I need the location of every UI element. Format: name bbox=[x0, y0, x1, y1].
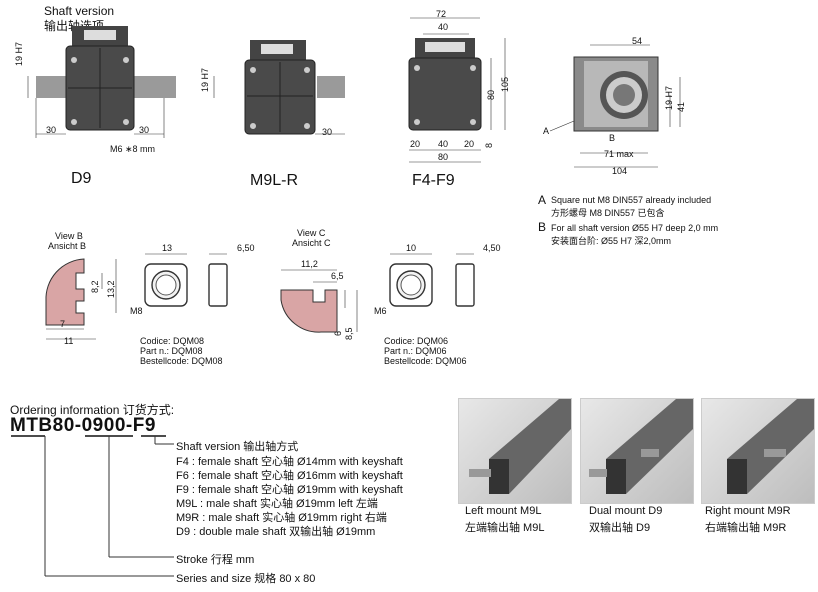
dim-f-72: 72 bbox=[436, 9, 447, 19]
dim-view-b-132: 13,2 bbox=[106, 280, 116, 298]
dim-m9-19h7: 19 H7 bbox=[200, 67, 210, 92]
dim-view-c-85: 8,5 bbox=[344, 327, 354, 340]
dim-d9-m6: M6 ∗8 mm bbox=[110, 144, 156, 154]
dim-view-c-112: 11,2 bbox=[301, 259, 318, 269]
nut-c-m: M6 bbox=[374, 306, 387, 316]
ordering-opt-f6: F6 : female shaft 空心轴 Ø16mm with keyshaf… bbox=[176, 470, 403, 482]
nut-b-part: Part n.: DQM08 bbox=[140, 346, 203, 356]
dim-s-54: 54 bbox=[632, 36, 643, 46]
note-b-label: B bbox=[538, 220, 547, 234]
dim-f-20b: 20 bbox=[464, 139, 475, 149]
note-b-text: For all shaft version Ø55 H7 deep 2,0 mm bbox=[551, 223, 719, 233]
dim-view-b-11: 11 bbox=[64, 336, 74, 346]
drawing-d9 bbox=[27, 26, 176, 138]
nut-c-codice: Codice: DQM06 bbox=[384, 336, 449, 346]
ordering-opt-f9: F9 : female shaft 空心轴 Ø19mm with keyshaf… bbox=[176, 484, 403, 496]
nut-b-bestell: Bestellcode: DQM08 bbox=[140, 356, 223, 366]
photo-dual-line1: Dual mount D9 bbox=[589, 505, 663, 517]
drawing-nut-m8 bbox=[144, 253, 228, 307]
nut-c-part: Part n.: DQM06 bbox=[384, 346, 447, 356]
dim-f-40b: 40 bbox=[438, 139, 449, 149]
photo-right-mount bbox=[701, 398, 815, 504]
view-b-title: View B bbox=[55, 231, 83, 241]
dim-d9-30a: 30 bbox=[46, 125, 57, 135]
photo-left-line2: 左端输出轴 M9L bbox=[465, 522, 545, 534]
ordering-opt-f4: F4 : female shaft 空心轴 Ø14mm with keyshaf… bbox=[176, 456, 403, 468]
dim-s-a: A bbox=[543, 126, 550, 136]
dim-f-40top: 40 bbox=[438, 22, 449, 32]
ordering-code: MTB80-0900-F9 bbox=[10, 415, 156, 436]
dim-view-b-7: 7 bbox=[60, 319, 66, 329]
photo-right-line1: Right mount M9R bbox=[705, 505, 791, 517]
nut-c-bestell: Bestellcode: DQM06 bbox=[384, 356, 467, 366]
label-f4f9: F4-F9 bbox=[412, 172, 455, 189]
ordering-opt-m9r: M9R : male shaft 实心轴 Ø19mm right 右端 bbox=[176, 512, 387, 524]
note-b-cn: 安装面台阶: Ø55 H7 深2,0mm bbox=[551, 236, 672, 246]
shaft-version-title: Shaft version bbox=[44, 4, 115, 18]
drawing-view-b bbox=[45, 258, 117, 340]
drawing-side-view bbox=[549, 44, 681, 168]
label-d9: D9 bbox=[71, 170, 92, 187]
photo-dual-mount bbox=[580, 398, 694, 504]
view-b-sub: Ansicht B bbox=[48, 241, 87, 251]
note-a-text: Square nut M8 DIN557 already included bbox=[551, 195, 712, 205]
drawing-f4f9 bbox=[408, 17, 506, 163]
note-a-cn: 方形螺母 M8 DIN557 已包含 bbox=[551, 208, 665, 218]
ordering-opt-m9l: M9L : male shaft 实心轴 Ø19mm left 左端 bbox=[176, 498, 378, 510]
view-c-sub: Ansicht C bbox=[292, 238, 331, 248]
nut-b-codice: Codice: DQM08 bbox=[140, 336, 205, 346]
dim-m9-30: 30 bbox=[322, 127, 333, 137]
ordering-leader-lines bbox=[11, 435, 174, 577]
ordering-shaft-title: Shaft version 输出轴方式 bbox=[176, 441, 299, 453]
ordering-title: Ordering information 订货方式: bbox=[10, 403, 175, 417]
dim-view-c-6: 6 bbox=[333, 330, 343, 336]
nut-b-m: M8 bbox=[130, 306, 143, 316]
dim-nut-c-450: 4,50 bbox=[483, 243, 501, 253]
dim-s-41: 41 bbox=[676, 101, 686, 112]
photo-right-line2: 右端输出轴 M9R bbox=[705, 522, 787, 534]
dim-nut-b-650: 6,50 bbox=[237, 243, 255, 253]
drawing-m9lr bbox=[213, 40, 345, 135]
dim-s-104: 104 bbox=[612, 166, 628, 176]
photo-left-line1: Left mount M9L bbox=[465, 505, 542, 517]
photo-dual-line2: 双输出轴 D9 bbox=[589, 522, 651, 534]
dim-f-80bot: 80 bbox=[438, 152, 449, 162]
note-a-label: A bbox=[538, 193, 547, 207]
dim-s-b: B bbox=[609, 133, 616, 143]
dim-f-105: 105 bbox=[500, 76, 510, 92]
photo-left-mount bbox=[458, 398, 572, 504]
dim-d9-30b: 30 bbox=[139, 125, 150, 135]
drawing-nut-m6 bbox=[389, 253, 475, 307]
drawing-view-c bbox=[280, 269, 358, 333]
ordering-opt-d9: D9 : double male shaft 双输出轴 Ø19mm bbox=[176, 526, 376, 538]
dim-nut-b-13: 13 bbox=[162, 243, 173, 253]
ordering-series: Series and size 规格 80 x 80 bbox=[176, 573, 316, 585]
dim-f-8: 8 bbox=[484, 142, 494, 148]
view-c-title: View C bbox=[297, 228, 326, 238]
dim-d9-19h7: 19 H7 bbox=[14, 41, 24, 66]
dim-nut-c-10: 10 bbox=[406, 243, 417, 253]
dim-view-c-65: 6,5 bbox=[331, 271, 344, 281]
dim-f-20a: 20 bbox=[410, 139, 421, 149]
dim-view-b-82: 8,2 bbox=[90, 280, 100, 293]
dim-s-71: 71 max bbox=[604, 149, 634, 159]
dim-f-80side: 80 bbox=[486, 89, 496, 100]
label-m9lr: M9L-R bbox=[250, 172, 299, 189]
ordering-stroke: Stroke 行程 mm bbox=[176, 554, 255, 566]
dim-s-19h7: 19 H7 bbox=[664, 85, 674, 110]
